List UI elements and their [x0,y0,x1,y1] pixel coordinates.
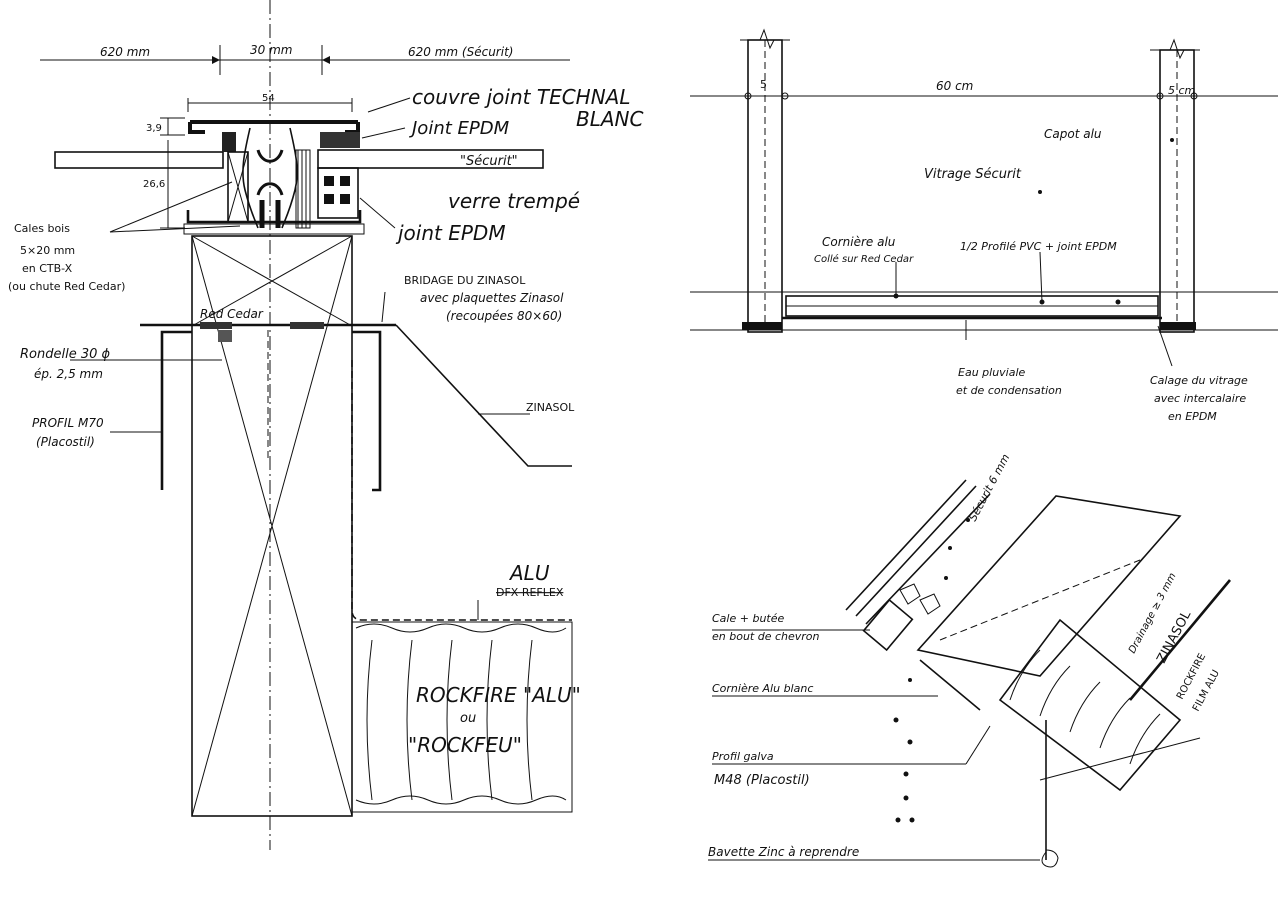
detail-a-joint-section: 620 mm 30 mm 620 mm (Sécurit) 54 3,9 26,… [8,0,644,850]
red-cedar-shim-left [200,322,232,329]
label-bridage-recoupees: (recoupées 80×60) [446,309,562,323]
label-couvre-joint: couvre joint TECHNAL [412,85,631,109]
dim-5-cm-right: 5 cm [1168,84,1195,97]
label-rockfire-alu: ROCKFIRE "ALU" [416,683,581,707]
label-rondelle-ep: ép. 2,5 mm [34,367,103,381]
label-dfx-reflex: DFX REFLEX [496,586,564,599]
label-bout-chevron: en bout de chevron [712,630,820,643]
detail-c-eaves-section: Sécurit 6 mm Cale + butée en bout de che… [708,452,1231,868]
base-plate [183,223,365,235]
label-corniere-alu-blanc: Cornière Alu blanc [712,682,813,695]
label-condensation: et de condensation [956,384,1062,397]
label-bridage-plaquettes: avec plaquettes Zinasol [420,291,564,305]
label-bavette-zinc: Bavette Zinc à reprendre [708,845,859,859]
label-securit-6mm: Sécurit 6 mm [966,452,1012,524]
cover-joint-profile [188,120,360,134]
profil-m70-left [160,330,192,490]
dimension-line-top [40,45,570,75]
insulation-rockfire-c [998,618,1182,792]
label-joint-epdm-top: Joint EPDM [409,118,510,139]
label-rondelle: Rondelle 30 ϕ [20,347,111,362]
label-intercalaire: avec intercalaire [1154,392,1246,405]
label-couvre-joint-blanc: BLANC [576,107,644,131]
dim-30-center: 30 mm [250,43,292,57]
washer [218,330,232,342]
label-profile-pvc: 1/2 Profilé PVC + joint EPDM [960,240,1117,253]
label-profil-m70: PROFIL M70 [32,416,104,430]
label-cales-red-cedar: (ou chute Red Cedar) [8,280,125,293]
dim-620-left: 620 mm [100,45,150,59]
label-verre-trempe: verre trempé [448,189,580,213]
label-zinasol-a: ZINASOL [526,401,575,414]
label-rockfeu: "ROCKFEU" [408,733,522,757]
label-cales-dims: 5×20 mm [20,244,75,257]
label-rockfire-ou: ou [460,711,476,726]
base-rail [186,210,362,224]
label-m48: M48 (Placostil) [714,773,810,788]
glass-pane-left [54,151,224,169]
water-drops [893,518,970,823]
glass-pane-right [317,149,544,169]
label-cale-butee: Cale + butée [712,612,784,625]
label-securit: "Sécurit" [460,154,518,169]
label-joint-epdm-bottom: joint EPDM [395,221,506,245]
epdm-joint-top-right [320,132,360,148]
label-profil-galva: Profil galva [712,750,774,763]
label-placostil-a: (Placostil) [36,435,95,449]
label-colle-red-cedar: Collé sur Red Cedar [814,253,914,265]
label-cales-ctbx: en CTB-X [22,262,73,275]
label-cales-bois: Cales bois [14,222,70,235]
label-corniere-alu: Cornière alu [822,235,896,249]
red-cedar-shim-right [290,322,324,329]
label-bridage: BRIDAGE DU ZINASOL [404,274,526,287]
dim-3-9: 3,9 [146,123,162,134]
label-red-cedar: Red Cedar [200,307,264,321]
epdm-joint-top-left [222,132,236,152]
insulation-rockfire [351,621,573,813]
label-eau-pluviale: Eau pluviale [958,366,1026,379]
dim-26-6: 26,6 [143,179,165,190]
dim-5-left: 5 [760,78,767,91]
alu-film-line [351,360,572,621]
epdm-joint-block [317,167,359,219]
label-vitrage-securit: Vitrage Sécurit [924,167,1022,182]
label-alu: ALU [508,561,550,585]
label-zinasol-c: ZINASOL [1154,608,1194,666]
dim-54: 54 [262,93,275,104]
detail-b-plan-view: 5 60 cm 5 cm Capot alu Vitrage Sécurit C… [690,28,1278,423]
zinasol-slope [395,324,572,467]
dim-620-right: 620 mm (Sécurit) [408,45,513,59]
dim-60-cm: 60 cm [936,79,973,93]
label-capot-alu: Capot alu [1044,127,1102,141]
central-profile [242,127,311,229]
label-calage: Calage du vitrage [1150,374,1248,387]
label-en-epdm: en EPDM [1168,410,1217,423]
profil-m70-right [352,330,382,492]
leader-lines-a [70,97,530,620]
